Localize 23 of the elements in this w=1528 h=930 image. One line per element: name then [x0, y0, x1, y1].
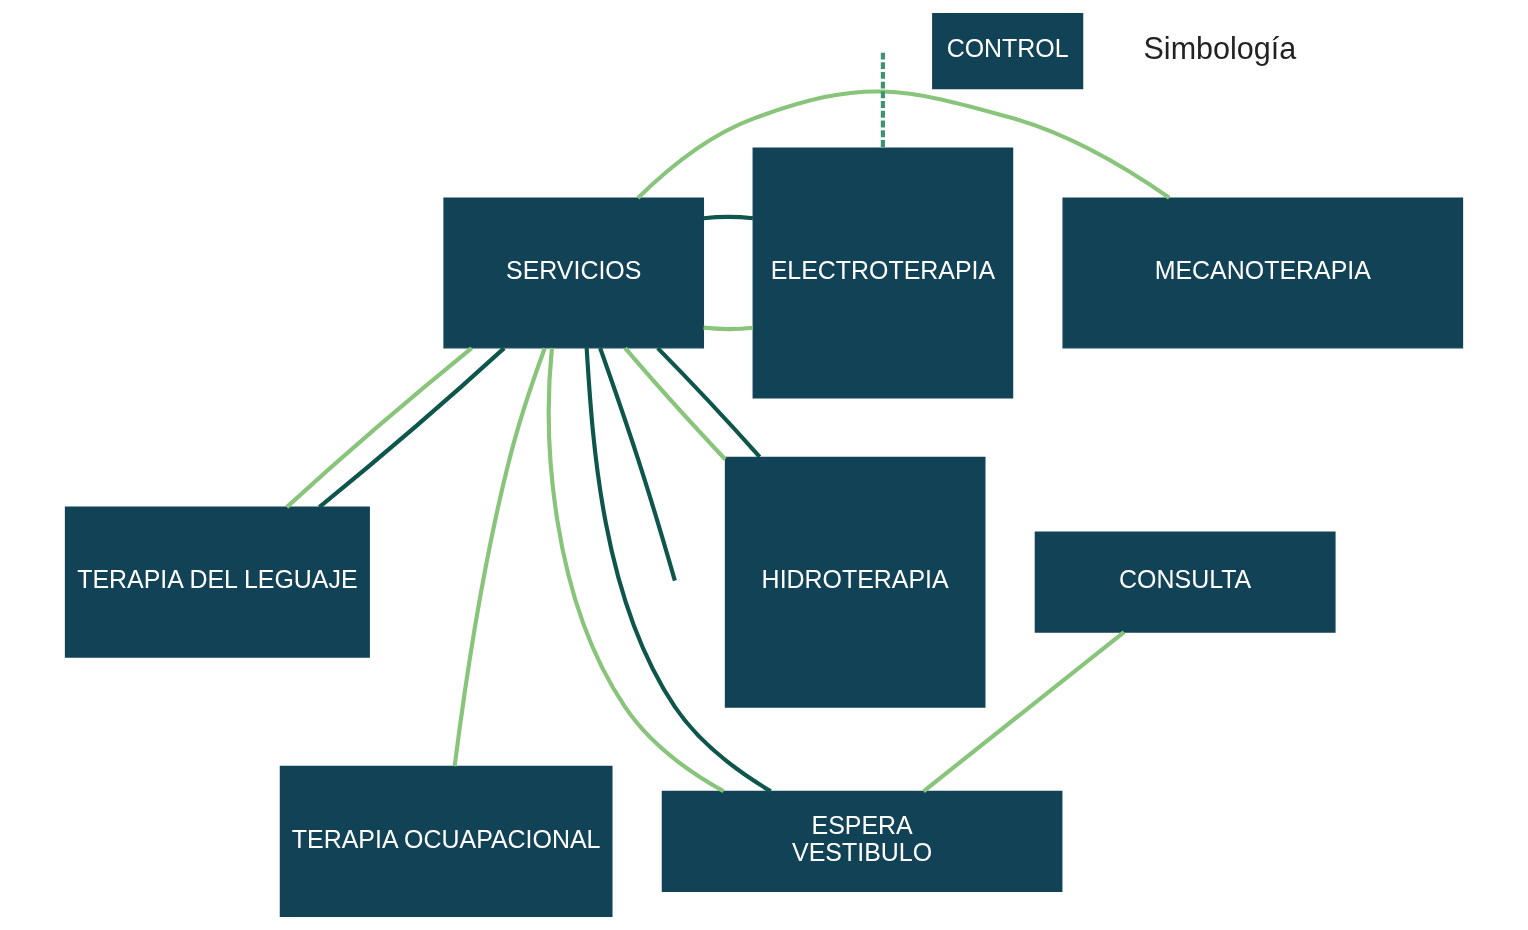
node-box: CONTROL [932, 13, 1084, 90]
connector [636, 89, 1171, 200]
connector [656, 346, 762, 459]
node-box: MECANOTERAPIA [1062, 197, 1464, 349]
node-box: ELECTROTERAPIA [752, 147, 1014, 399]
connector [285, 346, 473, 509]
connector [922, 630, 1126, 793]
connector [584, 347, 772, 794]
node-box: CONSULTA [1034, 531, 1336, 633]
node-box: TERAPIA DEL LEGUAJE [64, 506, 370, 658]
connector [623, 346, 727, 461]
connector [880, 52, 885, 148]
connector [452, 347, 547, 767]
connector [546, 347, 725, 794]
label: Simbología [1143, 30, 1297, 65]
connector [318, 346, 506, 509]
node-box: HIDROTERAPIA [724, 456, 986, 708]
connector [703, 325, 754, 332]
connector [598, 347, 677, 582]
connector [703, 214, 754, 221]
node-box: TERAPIA OCUAPACIONAL [279, 765, 613, 917]
node-box: SERVICIOS [443, 197, 705, 349]
node-box: ESPERA VESTIBULO [661, 790, 1063, 893]
